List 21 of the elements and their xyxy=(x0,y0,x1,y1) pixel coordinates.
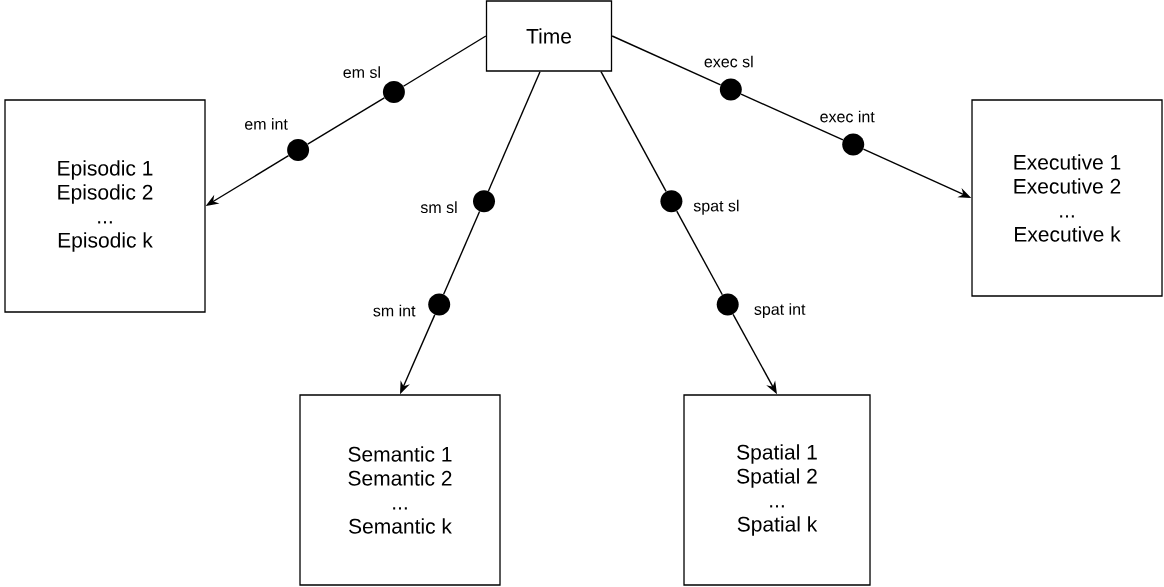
dot-label: sm sl xyxy=(420,201,457,214)
text-box: Executive 1 Executive 2 ... Executive k xyxy=(971,99,1163,297)
dot-label: sm int xyxy=(373,304,416,317)
dot xyxy=(428,293,451,316)
dot-label: em int xyxy=(245,118,288,130)
dot xyxy=(287,138,310,161)
dot xyxy=(842,133,865,156)
dot xyxy=(473,190,495,213)
dot-label: em sl xyxy=(343,66,380,78)
dot-label: spat int xyxy=(754,303,806,319)
dot-label: exec int xyxy=(820,110,875,123)
dot-label: exec sl xyxy=(704,55,753,68)
dot-label: spat sl xyxy=(693,199,739,215)
text-box: Spatial 1 Spatial 2 ... Spatial k xyxy=(683,394,871,586)
dot xyxy=(382,81,405,104)
text-box: Time xyxy=(485,0,613,72)
text-box: Episodic 1 Episodic 2 ... Episodic k xyxy=(4,99,206,313)
text-box: Semantic 1 Semantic 2 ... Semantic k xyxy=(299,394,501,586)
dot xyxy=(660,190,683,213)
dot xyxy=(719,78,742,101)
dot xyxy=(716,293,739,316)
